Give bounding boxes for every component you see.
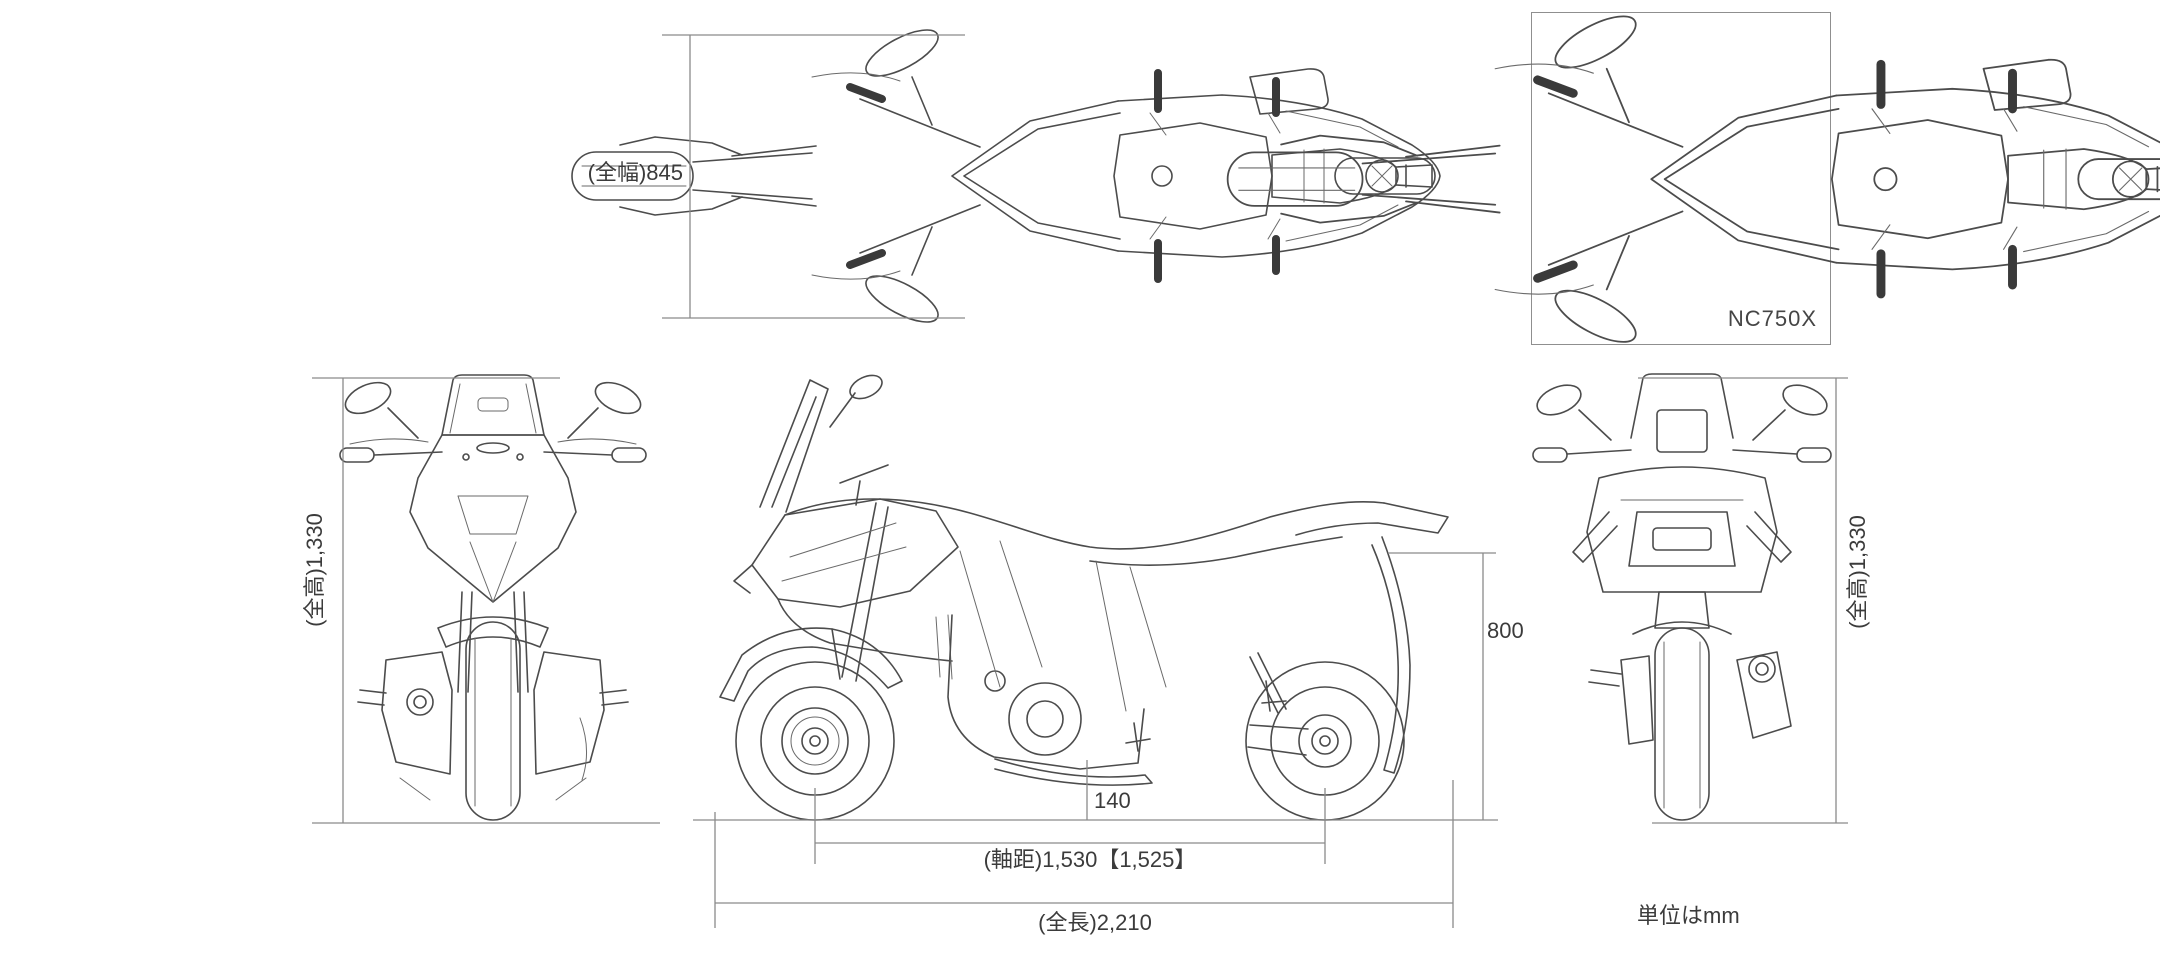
model-name-label: NC750X [1727, 306, 1817, 331]
front-view-art [339, 374, 647, 821]
overall-length-label: (全長)2,210 [1038, 910, 1152, 935]
seat-height-label: 800 [1487, 618, 1524, 643]
overall-width-label: (全幅)845 [587, 160, 683, 185]
top-view-drawing [571, 29, 1441, 323]
unit-note: 単位はmm [1637, 903, 1740, 928]
detail-inset-box: NC750X [1531, 12, 1831, 345]
overall-height-label-rear: (全高)1,330 [1845, 515, 1870, 629]
ground-clearance-label: 140 [1094, 788, 1131, 813]
rear-view-drawing [1532, 373, 1832, 821]
rear-view-art [1532, 373, 1832, 821]
top-view-art [571, 29, 1441, 323]
overall-height-label-front: (全高)1,330 [302, 513, 327, 627]
wheelbase-label: (軸距)1,530【1,525】 [983, 847, 1197, 872]
front-view-drawing [339, 374, 647, 821]
